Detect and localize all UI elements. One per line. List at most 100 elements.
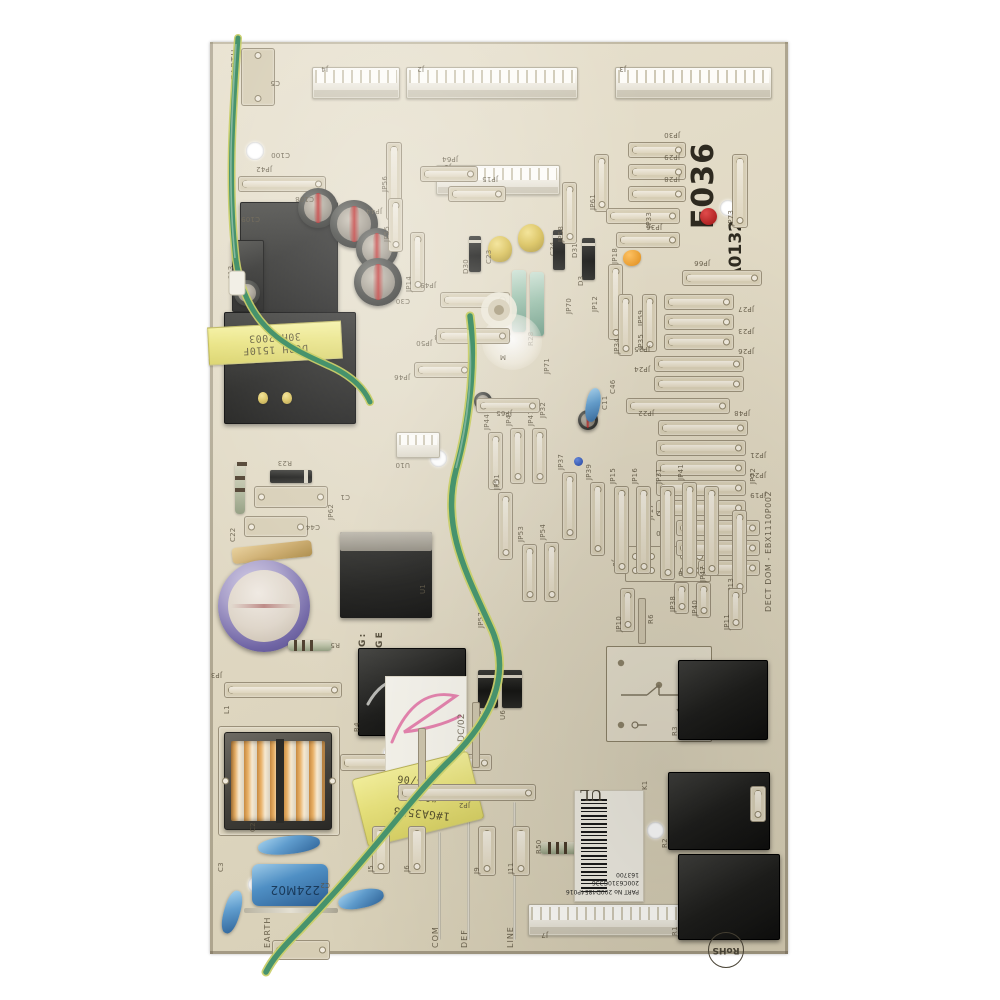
- component-label-k1: K1: [641, 780, 649, 790]
- jumper-label-jp71: JP71: [543, 358, 551, 374]
- pad-jp31: [660, 486, 675, 580]
- pad-jp19: [656, 480, 746, 496]
- yellow-tag-line1: 1#GA3558: [392, 804, 451, 823]
- capacitor-c23: [488, 236, 512, 262]
- pad-jp55: [388, 198, 403, 252]
- jumper-label-jp64: JP64: [442, 155, 458, 163]
- mounting-hole: [647, 822, 664, 839]
- jumper-label-jp47: JP47: [699, 566, 707, 582]
- mounting-hole: [246, 142, 264, 160]
- resistor-r5: [288, 640, 332, 651]
- component-label-l1: L1: [223, 705, 231, 714]
- jumper-label-jp66: JP66: [694, 259, 710, 267]
- component-label-c1: C44: [305, 523, 320, 531]
- jumper-label-jp41: JP41: [677, 464, 685, 480]
- connector-label-j3: J3: [619, 65, 626, 73]
- pad-jp54: [544, 542, 559, 602]
- pad-c5: [241, 48, 275, 106]
- pad-earth-bottom: [272, 940, 330, 960]
- jumper-label-jp10: JP10: [615, 616, 623, 632]
- jumper-label-jp51: JP51: [493, 474, 501, 490]
- component-label-c22: C22: [229, 527, 237, 542]
- jumper-label-jp37: JP37: [557, 454, 565, 470]
- pad-label-j6: J6: [403, 865, 411, 872]
- pad-jp36: [606, 208, 680, 224]
- diode-d3: [582, 238, 595, 280]
- sticker-text: DC/02: [457, 713, 467, 742]
- jumper-label-jp58: JP58: [557, 226, 565, 242]
- connector-j2[interactable]: [406, 67, 578, 99]
- pad-jp49: [440, 292, 510, 308]
- relay-r1: [678, 854, 780, 940]
- pad-jp38: [674, 582, 689, 614]
- pad-jp48: [626, 398, 730, 414]
- pad-jp26: [664, 334, 734, 350]
- edge-label-earth-top: EARTH: [230, 48, 239, 80]
- edge-label-earth-bottom: EARTH: [263, 916, 272, 948]
- connector-label-j7: J7: [541, 931, 548, 939]
- component-label-c44: C3: [217, 862, 225, 872]
- jumper-label-jp31: JP31: [655, 468, 663, 484]
- jumper-wire-bottom: [244, 908, 338, 913]
- pad-label-j5: J5: [367, 865, 375, 872]
- component-label-c100: C100: [270, 151, 290, 159]
- component-label-r5: R5: [330, 641, 340, 649]
- component-label-d30: D30: [462, 259, 470, 274]
- capacitor-c2: [257, 832, 321, 858]
- pad-jp24: [654, 376, 744, 392]
- jumper-label-jp30: JP30: [664, 131, 680, 139]
- connector-label-j4: J4: [321, 65, 328, 73]
- pad-jp34: [618, 294, 633, 356]
- component-label-c115: C1: [340, 493, 350, 501]
- pad-jp39: [590, 482, 605, 556]
- pad-jp28: [628, 186, 686, 202]
- pad-jp15: [448, 186, 506, 202]
- jumper-label-jp21: JP21: [750, 451, 766, 459]
- transformer-label: 30H-2003 DC2H 1510F: [207, 320, 343, 366]
- component-label-c5: C5: [270, 79, 280, 87]
- pad-jp45: [510, 428, 525, 484]
- jumper-label-jp44: JP44: [366, 207, 382, 215]
- trace-com: [438, 832, 441, 940]
- jumper-label-jp28: JP28: [664, 175, 680, 183]
- pad-jp18: [616, 232, 680, 248]
- pad-jp29: [628, 164, 686, 180]
- pad-j11: [512, 826, 530, 876]
- connector-u10[interactable]: [396, 432, 440, 458]
- jumper-label-jp12: JP12: [591, 296, 599, 312]
- connector-j3[interactable]: [615, 67, 772, 99]
- component-label-r4: R4: [353, 722, 361, 732]
- pad-choke: [218, 726, 340, 836]
- board-edge-right: [785, 42, 788, 954]
- jumper-label-jp23: JP23: [738, 327, 754, 335]
- jumper-label-jp72: JP72: [749, 468, 757, 484]
- jumper-label-jp61: JP61: [589, 194, 597, 210]
- pad-jp17: [656, 500, 746, 516]
- capacitor-marking: 224M02: [270, 883, 320, 897]
- transformer-pin-b: [282, 392, 292, 404]
- pad-jp10: [620, 588, 635, 632]
- jumper-label-jp2: JP2: [458, 801, 470, 809]
- capacitor-c44: [218, 888, 246, 936]
- barcode-label: PART No 200D4854P016 200C6310G336 163700: [566, 790, 644, 902]
- diode-r23: [270, 470, 312, 483]
- pad-jp61: [594, 154, 609, 212]
- pad-jp64: [420, 166, 478, 182]
- pad-jp73: [732, 154, 748, 228]
- pad-jp66: [682, 270, 762, 286]
- pad-jp40: [696, 582, 711, 618]
- relay-r3: [678, 660, 768, 740]
- pad-jp21: [656, 440, 746, 456]
- pad-jp41: [682, 482, 697, 578]
- rohs-mark: RoHS: [708, 932, 744, 968]
- jumper-label-jp34: JP34: [613, 338, 621, 354]
- jumper-label-jp32: JP32: [539, 402, 547, 418]
- blue-paint-dot: [574, 457, 583, 466]
- jumper-label-jp19: JP19: [750, 491, 766, 499]
- jumper-label-jp26: JP26: [738, 347, 754, 355]
- component-label-c3: C2: [320, 881, 330, 889]
- pad-right-top: [750, 786, 766, 822]
- component-label-c2: C2: [249, 822, 257, 832]
- jumper-label-jp46: JP46: [394, 373, 410, 381]
- pad-jp27: [664, 294, 734, 310]
